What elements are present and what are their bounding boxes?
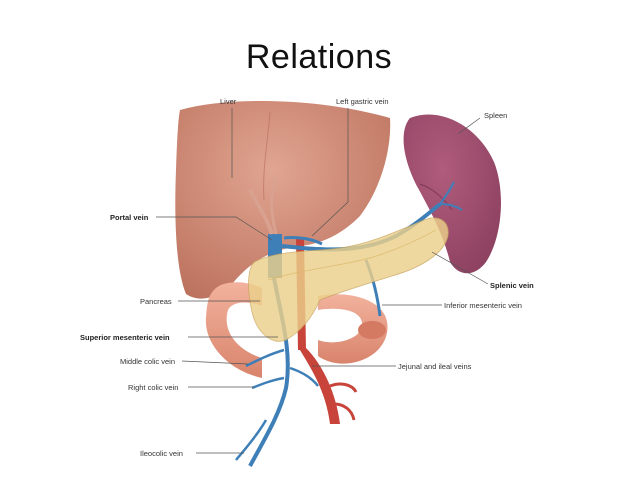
slide-title: Relations xyxy=(245,38,393,76)
portal-vein-label: Portal vein xyxy=(110,213,149,222)
spleen-label: Spleen xyxy=(484,111,507,120)
pancreas-label: Pancreas xyxy=(140,297,172,306)
middle-colic-vein-label: Middle colic vein xyxy=(120,357,175,366)
intestine-organ xyxy=(205,282,388,378)
jejunal-ileal-veins-label: Jejunal and ileal veins xyxy=(398,362,472,371)
spleen-organ xyxy=(403,114,501,274)
splenic-vein-label: Splenic vein xyxy=(490,281,534,290)
right-colic-vein-label: Right colic vein xyxy=(128,383,178,392)
liver-label: Liver xyxy=(220,97,237,106)
superior-mesenteric-vein-label: Superior mesenteric vein xyxy=(80,333,170,342)
pancreas-organ xyxy=(248,217,449,342)
inferior-mesenteric-vein-label: Inferior mesenteric vein xyxy=(444,301,522,310)
liver-organ xyxy=(175,100,391,299)
ileocolic-vein-label: Ileocolic vein xyxy=(140,449,183,458)
leader-lines xyxy=(156,108,489,454)
left-gastric-vein-label: Left gastric vein xyxy=(336,97,389,106)
